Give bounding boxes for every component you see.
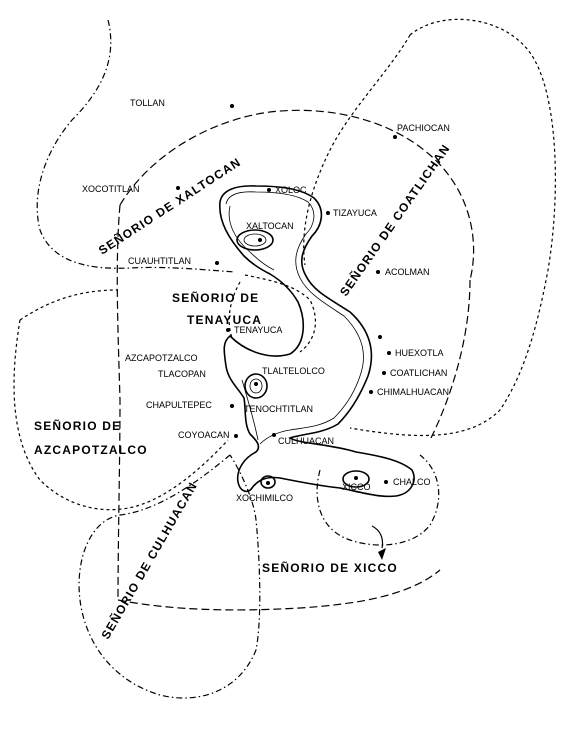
island-xochimilco	[260, 475, 276, 489]
dot-huexotla	[387, 351, 391, 355]
region-culhuacan: SEÑORIO DE CULHUACAN	[98, 479, 201, 642]
arrow-line	[371, 525, 384, 549]
label-azcapotzalco: AZCAPOTZALCO	[125, 353, 198, 363]
boundaries	[13, 18, 556, 699]
dot-pachiocan	[393, 135, 397, 139]
arrow-head	[378, 548, 386, 560]
label-huexotla: HUEXOTLA	[395, 348, 444, 358]
region-xaltocan: SEÑORIO DE XALTOCAN	[95, 154, 243, 258]
region-tenayuca-line2: TENAYUCA	[187, 313, 262, 327]
region-azcapotzalco-line2: AZCAPOTZALCO	[34, 443, 148, 457]
boundary-culhuacan	[78, 454, 261, 699]
dot-xocotitlan	[176, 186, 180, 190]
dot-xoloc	[267, 188, 271, 192]
label-culhuacan: CULHUACAN	[278, 436, 334, 446]
lake-system	[219, 185, 415, 498]
boundary-tenayuca	[228, 274, 317, 353]
dot-xochimilco	[266, 481, 270, 485]
label-chimalhuacan: CHIMALHUACAN	[377, 387, 449, 397]
island-xaltocan-inner	[243, 233, 267, 247]
lake-outline-outer	[219, 185, 415, 498]
town-dots	[176, 104, 397, 485]
place-labels: TOLLAN PACHIOCAN XOCOTITLAN XOLOC TIZAYU…	[82, 98, 450, 503]
dot-east	[378, 335, 382, 339]
label-xoloc: XOLOC	[275, 185, 307, 195]
label-coyoacan: COYOACAN	[178, 430, 230, 440]
label-xicco: XICCO	[342, 482, 371, 492]
label-pachiocan: PACHIOCAN	[397, 123, 450, 133]
label-xochimilco: XOCHIMILCO	[236, 493, 293, 503]
dot-xicco	[354, 476, 358, 480]
causeway	[241, 379, 259, 441]
dot-tollan	[230, 104, 234, 108]
dot-coatlichan	[382, 371, 386, 375]
dot-tlaltelolco	[254, 382, 258, 386]
boundary-xaltocan	[36, 19, 236, 273]
dot-acolman	[376, 270, 380, 274]
region-xicco: SEÑORIO DE XICCO	[262, 560, 398, 575]
label-acolman: ACOLMAN	[385, 267, 430, 277]
dot-chalco	[384, 480, 388, 484]
dot-tizayuca	[326, 211, 330, 215]
arrow	[371, 525, 386, 560]
dot-culhuacan	[272, 433, 276, 437]
label-xocotitlan: XOCOTITLAN	[82, 184, 140, 194]
label-tenochtitlan: TENOCHTITLAN	[244, 404, 313, 414]
label-tlacopan: TLACOPAN	[158, 369, 206, 379]
label-chapultepec: CHAPULTEPEC	[146, 400, 212, 410]
label-tizayuca: TIZAYUCA	[333, 208, 377, 218]
dot-chimalhuacan	[369, 390, 373, 394]
boundary-outer	[116, 109, 475, 601]
island-xaltocan	[236, 229, 274, 251]
label-cuauhtitlan: CUAUHTITLAN	[128, 256, 191, 266]
dot-coyoacan	[234, 434, 238, 438]
island-xicco	[342, 470, 370, 488]
label-tollan: TOLLAN	[130, 98, 165, 108]
island-tenochtitlan-inner	[249, 378, 263, 394]
label-xaltocan: XALTOCAN	[246, 221, 294, 231]
dot-tenayuca	[226, 328, 230, 332]
boundary-azcapotzalco	[13, 289, 229, 511]
lake-outline-inner	[225, 191, 364, 445]
boundary-coatlichan	[303, 18, 556, 437]
boundary-south	[117, 569, 441, 611]
region-tenayuca-line1: SEÑORIO DE	[172, 290, 259, 305]
dot-cuauhtitlan	[215, 261, 219, 265]
dot-xaltocan	[258, 238, 262, 242]
region-azcapotzalco-line1: SEÑORIO DE	[34, 418, 121, 433]
island-tenochtitlan	[244, 373, 268, 399]
dot-chapultepec	[230, 404, 234, 408]
label-tenayuca: TENAYUCA	[234, 325, 282, 335]
label-tlaltelolco: TLALTELOLCO	[262, 366, 325, 376]
boundary-xicco	[316, 454, 440, 546]
label-chalco: CHALCO	[393, 477, 431, 487]
label-coatlichan: COATLICHAN	[390, 368, 447, 378]
